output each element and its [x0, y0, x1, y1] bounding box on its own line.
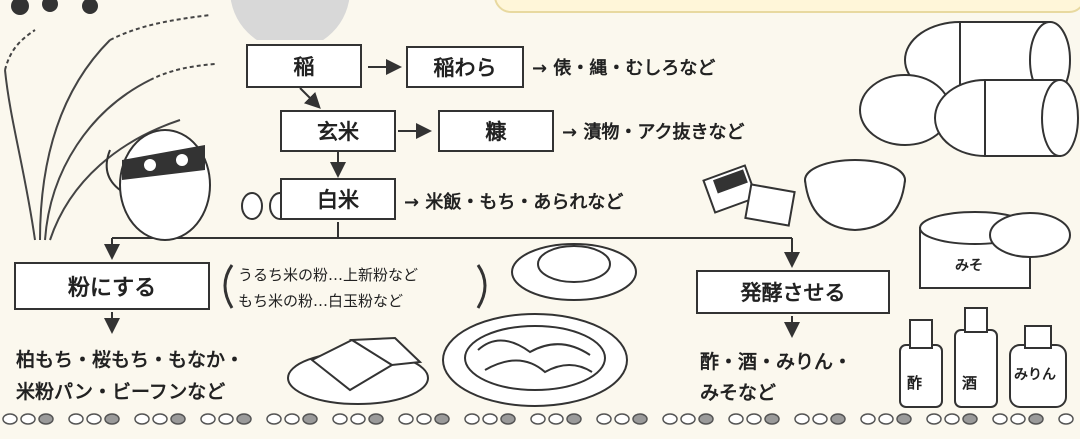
- border-dot: [2, 413, 18, 425]
- node-inewara: 稲わら: [406, 46, 524, 88]
- border-dot: [266, 413, 282, 425]
- border-dot: [332, 413, 348, 425]
- border-dot: [398, 413, 414, 425]
- bottles-icon: [899, 307, 1067, 408]
- border-dot: [350, 413, 366, 425]
- border-dot: [698, 413, 714, 425]
- border-dot: [896, 413, 912, 425]
- border-dot: [878, 413, 894, 425]
- hakumai-uses: → 米飯・もち・あられなど: [404, 192, 624, 213]
- nuka-uses: → 漬物・アク抜きなど: [562, 122, 745, 143]
- node-nuka: 糠: [438, 110, 554, 152]
- border-dot: [86, 413, 102, 425]
- border-dot: [746, 413, 762, 425]
- border-dot: [764, 413, 780, 425]
- border-dot: [434, 413, 450, 425]
- border-dot: [152, 413, 168, 425]
- border-dot: [1028, 413, 1044, 425]
- rice-bowl-icon: [804, 159, 906, 232]
- border-dot: [20, 413, 36, 425]
- border-dot: [794, 413, 810, 425]
- border-dot: [1010, 413, 1026, 425]
- inewara-uses: → 俵・縄・むしろなど: [532, 58, 716, 79]
- rice-plant-icon: [4, 14, 216, 241]
- hakko-products-line1: 酢・酒・みりん・: [700, 351, 853, 373]
- border-dot: [200, 413, 216, 425]
- miso-pot-icon: [919, 211, 1071, 289]
- rice-mascot-icon: [105, 129, 211, 241]
- border-dot: [236, 413, 252, 425]
- dot-border: [2, 413, 1074, 425]
- border-dot: [302, 413, 318, 425]
- node-ine: 稲: [246, 44, 362, 88]
- border-dot: [680, 413, 696, 425]
- node-genmai: 玄米: [280, 110, 396, 152]
- border-dot: [566, 413, 582, 425]
- border-dot: [812, 413, 828, 425]
- straw-bale-icon: [859, 21, 1079, 157]
- rice-cake-plate-icon: [511, 243, 637, 301]
- border-dot: [944, 413, 960, 425]
- kona-products-line1: 柏もち・桜もち・もなか・: [16, 349, 245, 371]
- border-dot: [218, 413, 234, 425]
- miso-label: みそ: [955, 258, 983, 274]
- hakko-products-line2: みそなど: [700, 382, 777, 404]
- kashiwa-mochi-icon: [287, 336, 429, 405]
- border-dot: [170, 413, 186, 425]
- border-dot: [662, 413, 678, 425]
- flour-note-1: うるち米の粉…上新粉など: [238, 266, 419, 284]
- border-dot: [284, 413, 300, 425]
- rice-cracker-icon: [702, 164, 796, 227]
- flour-note-2: もち米の粉…白玉粉など: [238, 292, 404, 310]
- border-dot: [1058, 413, 1074, 425]
- sake-label: 酒: [962, 374, 978, 392]
- border-dot: [500, 413, 516, 425]
- border-dot: [992, 413, 1008, 425]
- border-dot: [134, 413, 150, 425]
- border-dot: [104, 413, 120, 425]
- border-dot: [482, 413, 498, 425]
- border-dot: [464, 413, 480, 425]
- kona-products-line2: 米粉パン・ビーフンなど: [16, 381, 226, 403]
- border-dot: [38, 413, 54, 425]
- border-dot: [596, 413, 612, 425]
- border-dot: [530, 413, 546, 425]
- rice-noodle-plate-icon: [442, 313, 628, 407]
- border-dot: [926, 413, 942, 425]
- border-dot: [860, 413, 876, 425]
- node-kona: 粉にする: [14, 262, 210, 310]
- border-dot: [416, 413, 432, 425]
- border-dot: [548, 413, 564, 425]
- node-hakumai: 白米: [280, 178, 396, 220]
- border-dot: [962, 413, 978, 425]
- border-dot: [614, 413, 630, 425]
- su-label: 酢: [907, 374, 923, 392]
- border-dot: [632, 413, 648, 425]
- border-dot: [830, 413, 846, 425]
- border-dot: [68, 413, 84, 425]
- border-dot: [368, 413, 384, 425]
- top-decoration: [11, 0, 1080, 40]
- mirin-label: みりん: [1014, 367, 1056, 383]
- border-dot: [728, 413, 744, 425]
- node-hakko: 発酵させる: [696, 270, 890, 314]
